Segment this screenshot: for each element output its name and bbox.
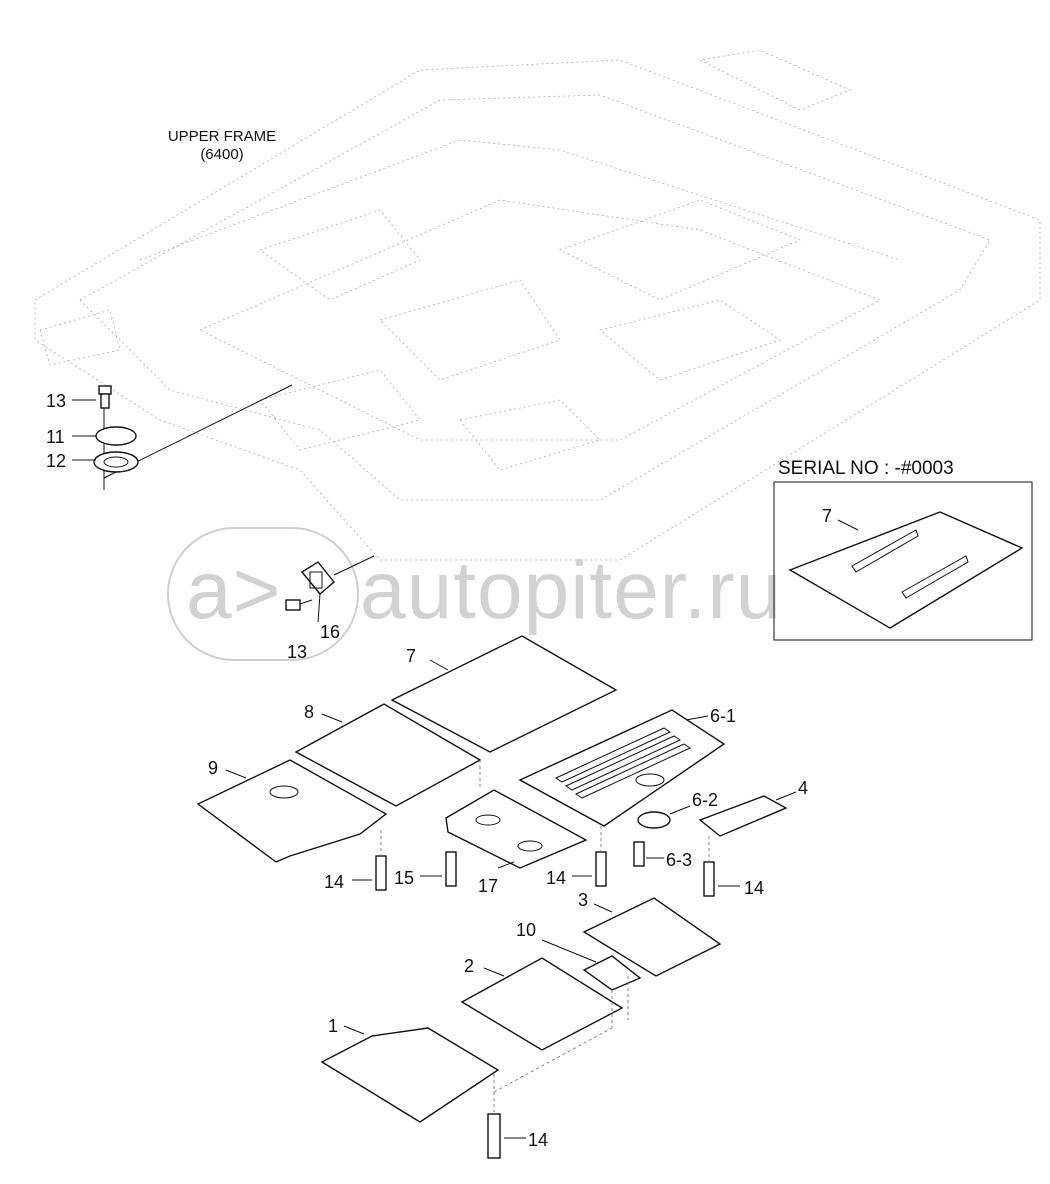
bolt-6-3-part — [633, 841, 645, 867]
serial-inset: SERIAL NO : -#0003 7 — [773, 458, 1033, 641]
callout-14-d: 14 — [528, 1130, 548, 1150]
callout-16: 16 — [320, 622, 340, 642]
watermark-logo: a> — [186, 545, 282, 636]
bolt-row-upper: 14 15 14 14 — [324, 760, 764, 898]
plate-3: 3 — [578, 890, 722, 977]
watermark-logo-frame — [167, 527, 359, 661]
plate-17: 17 — [445, 789, 588, 896]
callout-2: 2 — [464, 956, 474, 976]
bolt-13-mid-part — [285, 599, 301, 611]
plate-2: 2 — [460, 956, 629, 1051]
upper-frame-outline — [34, 49, 1041, 561]
callout-9: 9 — [208, 758, 218, 778]
watermark-site: autopiter.ru — [360, 545, 782, 636]
serial-box-frame — [773, 481, 1033, 641]
bolt-14-bottom: 14 — [487, 1113, 548, 1159]
plate-1: 1 — [320, 1016, 613, 1123]
cover-plate-assembly: 13 11 12 — [46, 384, 293, 490]
serial-callout-7: 7 — [822, 506, 832, 526]
serial-title: SERIAL NO : -#0003 — [778, 458, 954, 479]
callout-11: 11 — [46, 427, 65, 447]
plate-9: 9 — [196, 758, 388, 863]
callout-8: 8 — [304, 702, 314, 722]
serial-plate-7-part — [788, 511, 1024, 629]
plate-6-1: 6-1 — [518, 706, 736, 827]
callout-15: 15 — [394, 868, 414, 888]
cover-6-2-part — [637, 811, 671, 829]
callout-14-c: 14 — [744, 878, 764, 898]
plate-10: 10 — [516, 920, 642, 991]
callout-10: 10 — [516, 920, 536, 940]
callout-14-b: 14 — [546, 868, 566, 888]
plate-11-part — [95, 426, 137, 446]
callout-7: 7 — [406, 646, 416, 666]
callout-17: 17 — [478, 876, 498, 896]
bracket-16-assembly: 16 13 — [285, 555, 375, 662]
callout-13: 13 — [46, 391, 66, 411]
callout-3: 3 — [578, 890, 588, 910]
upper-frame-code: (6400) — [200, 146, 243, 163]
watermark: a> autopiter.ru — [167, 527, 782, 661]
upper-frame-title: UPPER FRAME — [168, 128, 276, 145]
plate-7: 7 — [390, 635, 618, 753]
callout-4: 4 — [798, 778, 808, 798]
callout-1: 1 — [328, 1016, 338, 1036]
bolt-13-part — [98, 385, 112, 409]
callout-14-a: 14 — [324, 872, 344, 892]
plate-4: 4 — [698, 778, 808, 837]
callout-13-mid: 13 — [287, 642, 307, 662]
callout-6-2: 6-2 — [692, 790, 718, 810]
gasket-12-part — [93, 451, 139, 473]
callout-6-3: 6-3 — [666, 850, 692, 870]
upper-frame-label: UPPER FRAME (6400) — [168, 128, 276, 163]
part-6-2-and-6-3: 6-2 6-3 — [633, 790, 718, 870]
callout-6-1: 6-1 — [710, 706, 736, 726]
callout-12: 12 — [46, 451, 66, 471]
